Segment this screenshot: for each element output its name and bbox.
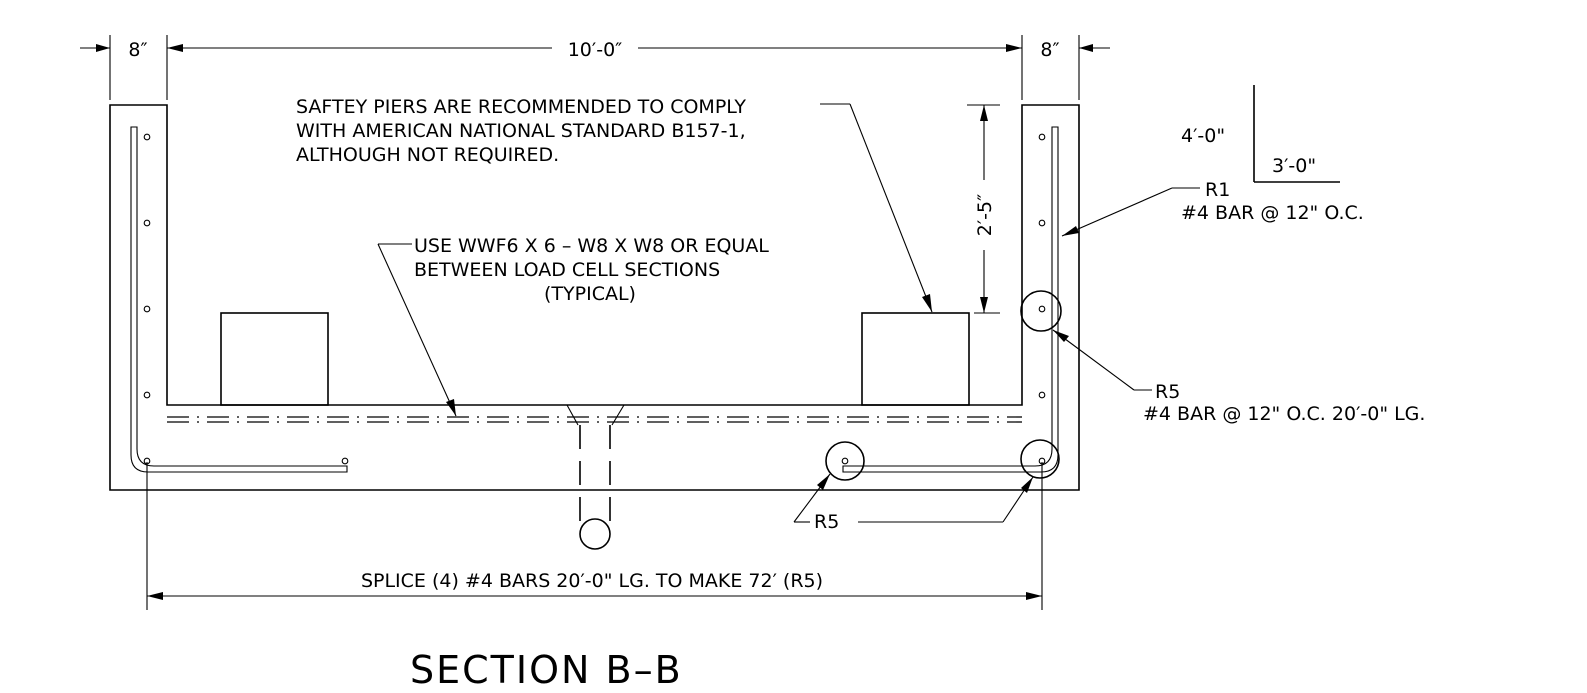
- r1-vertical-leg: 4′-0": [1181, 125, 1225, 147]
- safety-note-leader: [820, 103, 933, 313]
- r1-horizontal-leg: 3′-0": [1272, 155, 1316, 177]
- section-title: SECTION B–B: [410, 648, 683, 692]
- splice-dimension: [146, 462, 1043, 610]
- r1-bar-shape: [1253, 85, 1340, 183]
- pit-outline: [109, 104, 1080, 491]
- dimension-right-wall: 8″: [1040, 39, 1059, 61]
- r1-mark: R1: [1205, 179, 1230, 201]
- dimension-span: 10′-0″: [568, 39, 623, 61]
- r5-circle-bottom-corner: [1020, 439, 1060, 479]
- mesh-note-line-2: BETWEEN LOAD CELL SECTIONS: [414, 259, 720, 281]
- dimension-wall-height: 2′-5″: [974, 194, 996, 236]
- r5-circle-right-wall: [1020, 290, 1062, 332]
- splice-note: SPLICE (4) #4 BARS 20′-0" LG. TO MAKE 72…: [361, 570, 823, 592]
- r5-leader-right: [1052, 329, 1152, 391]
- r5-mark-bottom: R5: [814, 511, 839, 533]
- mesh-note-leader: [377, 243, 457, 417]
- left-pier: [220, 312, 329, 406]
- wall-height-dimension: [967, 104, 1000, 314]
- r5-spec: #4 BAR @ 12" O.C. 20′-0" LG.: [1143, 403, 1425, 425]
- mesh-note-line-1: USE WWF6 X 6 – W8 X W8 OR EQUAL: [414, 235, 769, 257]
- r1-spec: #4 BAR @ 12" O.C.: [1181, 202, 1364, 224]
- drain: [566, 404, 625, 550]
- right-wall-rebar: [841, 126, 1059, 473]
- r5-leader-bottom: [793, 473, 1034, 523]
- safety-note-line-1: SAFTEY PIERS ARE RECOMMENDED TO COMPLY: [296, 96, 746, 118]
- mesh-note-line-3: (TYPICAL): [544, 283, 636, 305]
- r5-mark-right: R5: [1155, 381, 1180, 403]
- r5-circle-bottom-left: [825, 441, 865, 481]
- safety-note-line-2: WITH AMERICAN NATIONAL STANDARD B157-1,: [296, 120, 746, 142]
- safety-note-line-3: ALTHOUGH NOT REQUIRED.: [296, 144, 559, 166]
- dimension-left-wall: 8″: [128, 39, 147, 61]
- right-pier: [861, 312, 970, 406]
- left-wall-rebar: [130, 126, 349, 473]
- top-dimension-lines: [80, 35, 1110, 100]
- r1-leader: [1061, 187, 1200, 237]
